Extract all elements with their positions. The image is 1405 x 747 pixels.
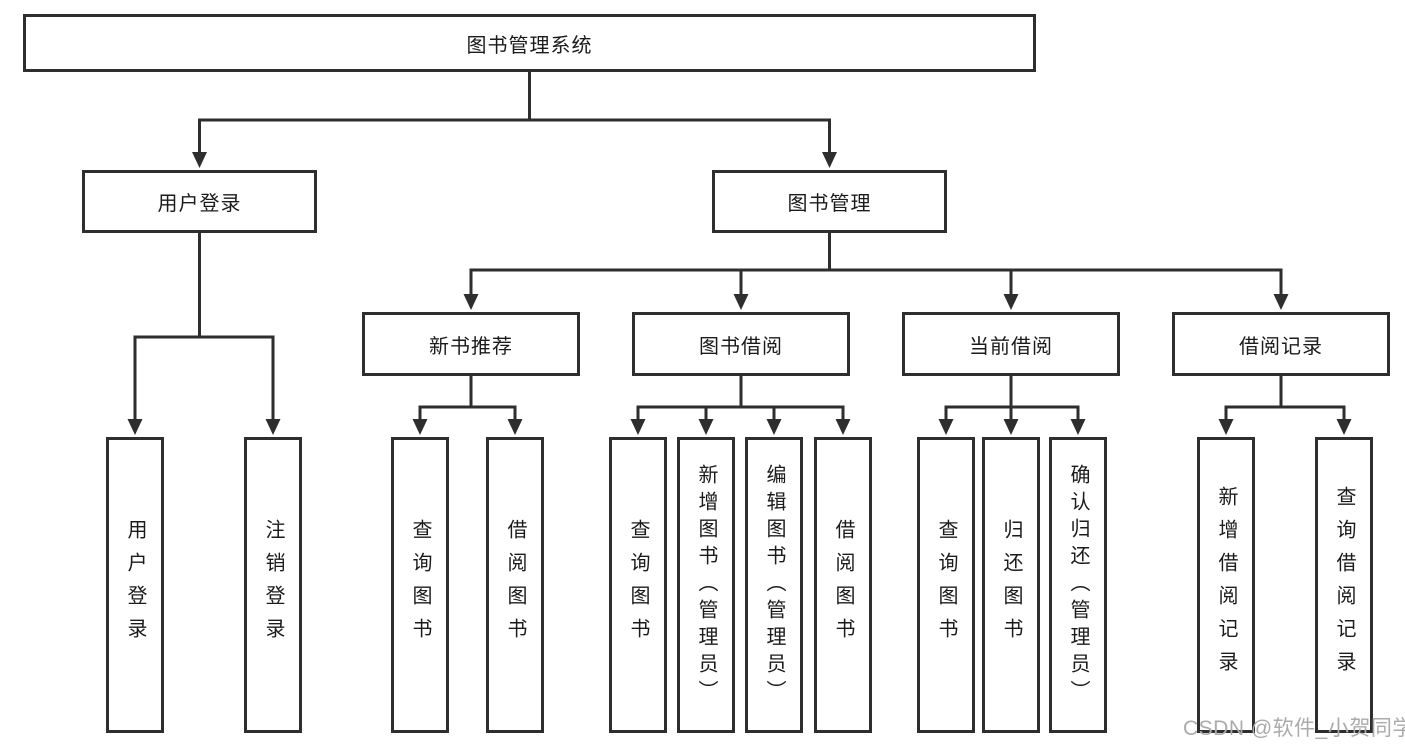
- node-borrow-record: 借阅记录: [1172, 312, 1390, 376]
- leaf-borrow-books: 借阅图书: [814, 437, 872, 733]
- leaf-add-books-admin: 新增图书（管理员）: [677, 437, 735, 733]
- leaf-user-login: 用户登录: [106, 437, 164, 733]
- leaf-confirm-return-admin: 确认归还（管理员）: [1049, 437, 1107, 733]
- leaf-recommend-query-books: 查询图书: [391, 437, 449, 733]
- leaf-confirm-return-admin-label: 确认归还（管理员）: [1067, 463, 1089, 707]
- node-book-management: 图书管理: [712, 170, 947, 233]
- leaf-edit-books-admin: 编辑图书（管理员）: [745, 437, 803, 733]
- leaf-user-login-label: 用户登录: [124, 519, 146, 651]
- node-book-management-label: 图书管理: [787, 193, 872, 215]
- node-current-borrow: 当前借阅: [902, 312, 1120, 376]
- leaf-borrow-books-label: 借阅图书: [832, 519, 854, 651]
- csdn-watermark: CSDN @软件_小贺同学: [1183, 717, 1405, 740]
- leaf-add-borrow-record: 新增借阅记录: [1197, 437, 1255, 733]
- leaf-add-borrow-record-label: 新增借阅记录: [1215, 486, 1237, 684]
- leaf-query-borrow-record: 查询借阅记录: [1315, 437, 1373, 733]
- node-new-book-recommend: 新书推荐: [362, 312, 580, 376]
- leaf-borrow-query-books: 查询图书: [609, 437, 667, 733]
- leaf-logout: 注销登录: [244, 437, 302, 733]
- leaf-edit-books-admin-label: 编辑图书（管理员）: [763, 463, 785, 707]
- node-root-label: 图书管理系统: [466, 34, 593, 57]
- node-user-login-label: 用户登录: [157, 193, 242, 215]
- leaf-logout-label: 注销登录: [262, 519, 284, 651]
- node-user-login: 用户登录: [82, 170, 317, 233]
- leaf-return-books: 归还图书: [982, 437, 1040, 733]
- node-borrow-record-label: 借阅记录: [1239, 335, 1323, 358]
- node-book-borrow-label: 图书借阅: [699, 335, 783, 358]
- leaf-borrow-query-books-label: 查询图书: [627, 519, 649, 651]
- leaf-return-books-label: 归还图书: [1000, 519, 1022, 651]
- leaf-recommend-borrow-books: 借阅图书: [486, 437, 544, 733]
- leaf-recommend-borrow-books-label: 借阅图书: [504, 519, 526, 651]
- leaf-recommend-query-books-label: 查询图书: [409, 519, 431, 651]
- node-new-book-recommend-label: 新书推荐: [429, 335, 513, 358]
- node-root: 图书管理系统: [23, 14, 1036, 72]
- node-book-borrow: 图书借阅: [632, 312, 850, 376]
- leaf-query-borrow-record-label: 查询借阅记录: [1333, 486, 1355, 684]
- leaf-current-query-books-label: 查询图书: [935, 519, 957, 651]
- leaf-current-query-books: 查询图书: [917, 437, 975, 733]
- node-current-borrow-label: 当前借阅: [969, 335, 1053, 358]
- leaf-add-books-admin-label: 新增图书（管理员）: [695, 463, 717, 707]
